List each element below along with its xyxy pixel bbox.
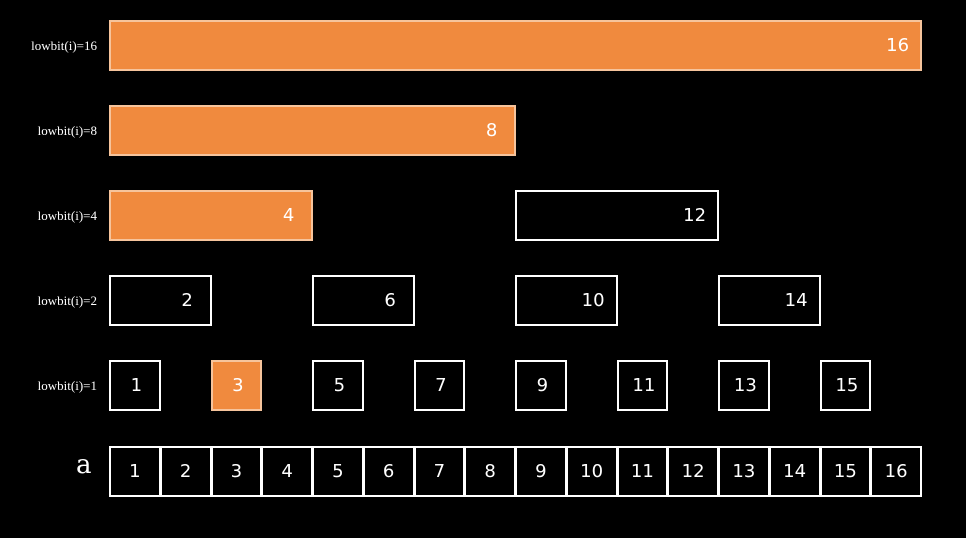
- tree-node-label: 5: [333, 374, 346, 396]
- tree-node-2: 2: [109, 275, 212, 326]
- tree-node-label: 15: [835, 374, 859, 396]
- row-label: lowbit(i)=16: [31, 37, 97, 53]
- array-cell: 15: [819, 446, 872, 497]
- tree-node-label: 4: [282, 204, 295, 226]
- array-cell: 6: [362, 446, 415, 497]
- array-cell: 2: [159, 446, 212, 497]
- array-cell: 1: [109, 446, 161, 497]
- array-label: a: [76, 450, 92, 480]
- array-cell: 16: [870, 446, 922, 497]
- array-cell: 7: [413, 446, 466, 497]
- tree-node-label: 2: [181, 289, 193, 311]
- tree-node-15: 15: [819, 360, 872, 411]
- tree-node-label: 8: [485, 119, 498, 141]
- tree-node-label: 1: [130, 374, 143, 396]
- tree-node-label: 13: [733, 374, 757, 396]
- tree-node-9: 9: [515, 360, 567, 411]
- array-cell: 13: [718, 446, 770, 497]
- array-cell: 11: [616, 446, 669, 497]
- array-cell: 10: [565, 446, 618, 497]
- array-cell: 4: [261, 446, 313, 497]
- tree-node-5: 5: [312, 360, 364, 411]
- array-cell: 14: [768, 446, 821, 497]
- row-label: lowbit(i)=2: [37, 292, 97, 308]
- tree-node-4: 4: [109, 190, 313, 241]
- tree-node-3: 3: [210, 360, 263, 411]
- tree-node-label: 3: [232, 374, 244, 396]
- row-label: lowbit(i)=1: [37, 377, 97, 393]
- tree-node-6: 6: [312, 275, 415, 326]
- array-cell: 8: [464, 446, 516, 497]
- row-label: lowbit(i)=4: [37, 207, 97, 223]
- tree-node-16: 16: [109, 20, 922, 71]
- tree-node-12: 12: [515, 190, 719, 241]
- tree-node-label: 14: [784, 289, 808, 311]
- tree-node-8: 8: [109, 105, 516, 156]
- tree-node-label: 9: [536, 374, 549, 396]
- tree-node-label: 16: [886, 34, 910, 56]
- tree-node-label: 12: [683, 204, 707, 226]
- tree-node-13: 13: [718, 360, 770, 411]
- tree-node-14: 14: [718, 275, 821, 326]
- tree-node-1: 1: [109, 360, 161, 411]
- array-cell: 12: [667, 446, 719, 497]
- row-label: lowbit(i)=8: [37, 122, 97, 138]
- tree-node-11: 11: [616, 360, 669, 411]
- tree-node-10: 10: [515, 275, 618, 326]
- array-cell: 5: [312, 446, 364, 497]
- tree-node-label: 6: [384, 289, 396, 311]
- array-cell: 9: [515, 446, 567, 497]
- array-cell: 3: [210, 446, 263, 497]
- tree-node-label: 7: [435, 374, 447, 396]
- tree-node-label: 10: [581, 289, 605, 311]
- tree-node-label: 11: [632, 374, 656, 396]
- tree-node-7: 7: [413, 360, 466, 411]
